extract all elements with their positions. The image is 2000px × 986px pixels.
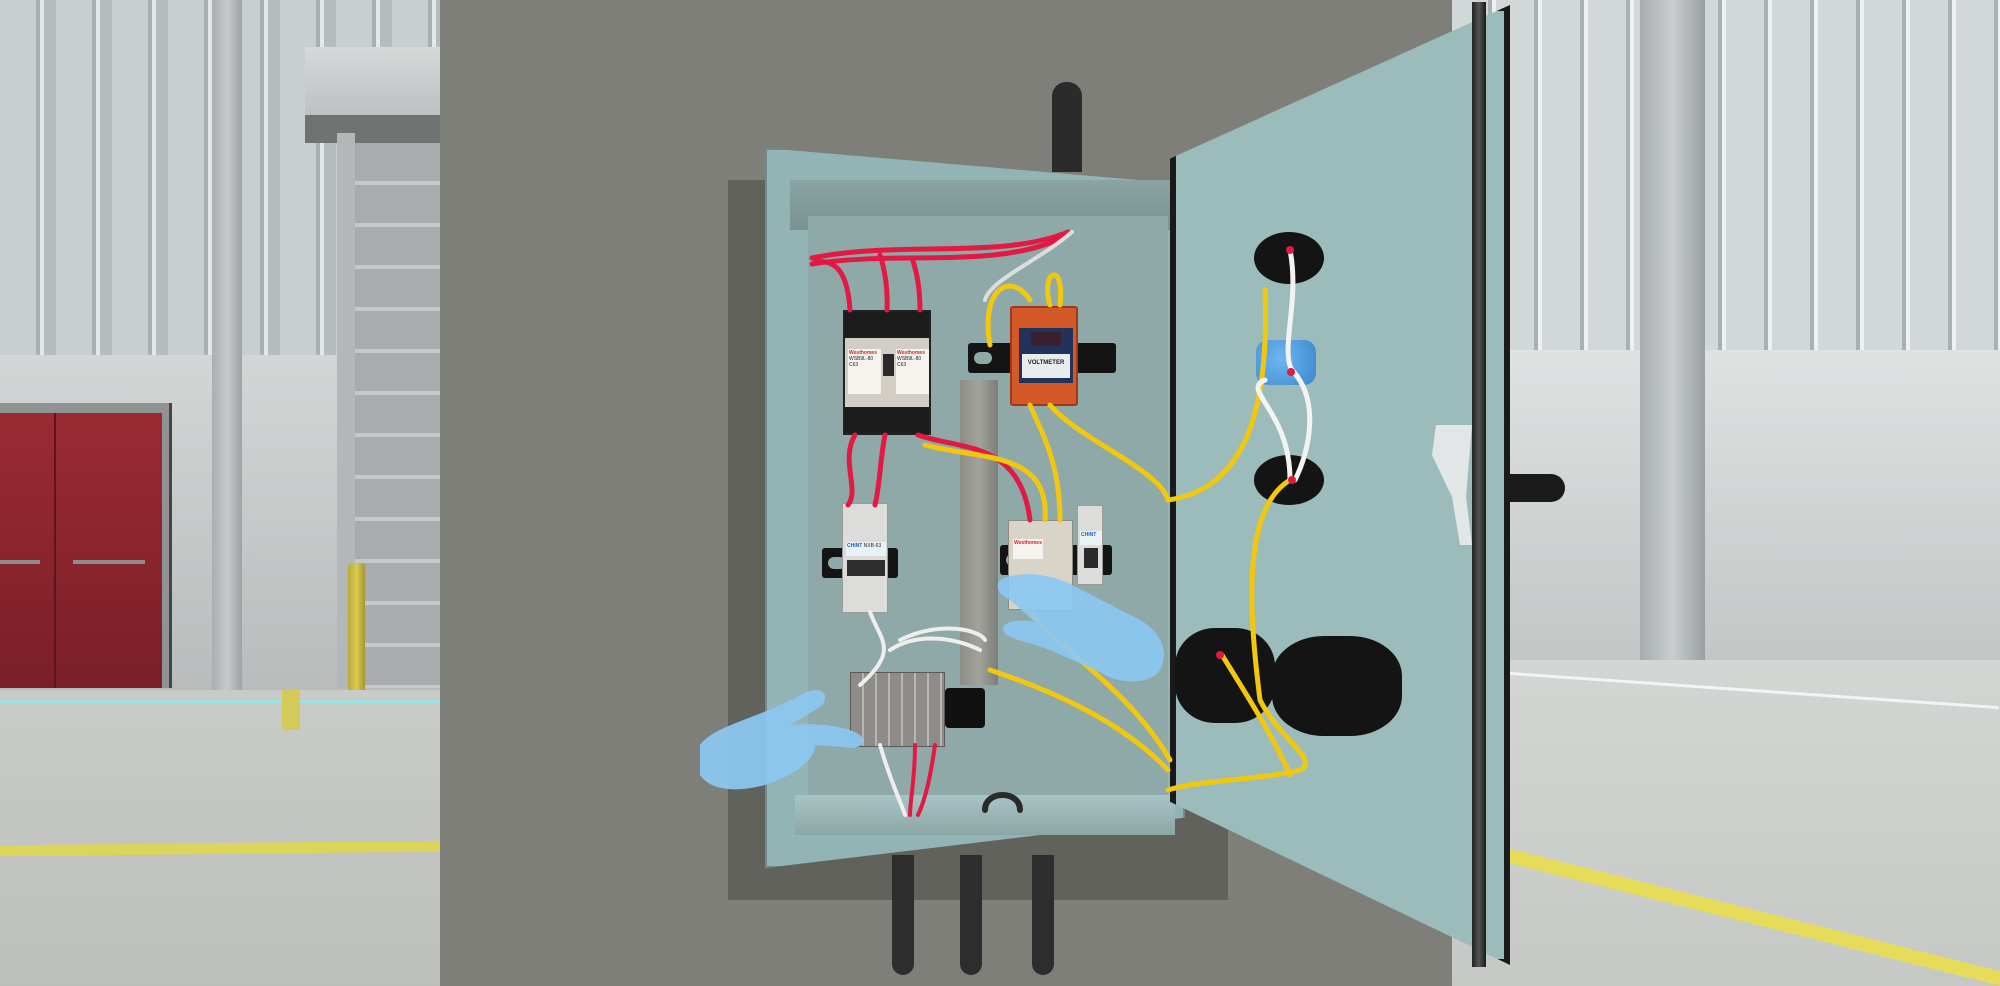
breaker-brand-right: Westhomes <box>897 350 925 356</box>
door-pushbutton-left[interactable] <box>1175 628 1275 723</box>
contactor-label: Westhomes <box>1013 539 1043 559</box>
mcb-2pole-brand: CHINT <box>847 543 863 549</box>
mcb-1pole-toggle[interactable] <box>1084 548 1098 568</box>
mcb-2pole-toggle[interactable] <box>847 560 885 576</box>
loading-dock-hood-shadow <box>305 115 440 143</box>
left-glove-hand[interactable] <box>695 675 895 805</box>
door-blue-buzzer[interactable] <box>1256 340 1316 385</box>
breaker-terminals-top[interactable] <box>845 312 929 338</box>
red-exit-door[interactable] <box>0 413 162 688</box>
voltmeter-display <box>1031 332 1061 346</box>
breaker-terminals-bottom[interactable] <box>845 407 929 433</box>
breaker-model-left: WSB9L-80 <box>849 356 874 362</box>
floor-left <box>0 690 440 986</box>
conduit-bottom-2 <box>960 855 982 975</box>
door-pilot-light-top[interactable] <box>1254 232 1324 284</box>
breaker-rating-left: C63 <box>849 362 859 368</box>
door-pilot-light-bottom[interactable] <box>1254 455 1324 505</box>
contactor-brand: Westhomes <box>1014 540 1042 546</box>
conduit-top <box>1052 82 1082 172</box>
floor-right <box>1450 660 2000 986</box>
mcb-1pole[interactable]: CHINT <box>1077 505 1103 585</box>
mcb-2pole-model: NXB-63 <box>863 543 882 549</box>
warehouse-pillar-left <box>212 0 242 690</box>
mcb-1pole-label: CHINT <box>1080 531 1102 545</box>
main-breaker-3pole[interactable]: Westhomes WSB9L-80 C63 Westhomes WSB9L-8… <box>843 310 931 435</box>
floor-marking-yellow-stub <box>282 690 300 730</box>
voltmeter-face: VOLTMETER <box>1019 328 1073 383</box>
door-pushbutton-right[interactable] <box>1272 636 1402 736</box>
terminal-end-stop <box>945 688 985 728</box>
door-handle-outside[interactable] <box>1510 474 1565 502</box>
warehouse-pillar-right <box>1640 0 1705 660</box>
breaker-rating-right: C63 <box>897 362 907 368</box>
floor-marking-cyan <box>0 700 440 703</box>
right-glove-hand[interactable] <box>990 560 1175 690</box>
mcb-2pole-label: CHINT NXB-63 <box>846 542 886 556</box>
yellow-bollard <box>348 563 365 693</box>
breaker-brand-left: Westhomes <box>849 350 877 356</box>
conduit-bottom-3 <box>1032 855 1054 975</box>
panic-bar-left[interactable] <box>0 560 40 564</box>
panic-bar-right[interactable] <box>73 560 145 564</box>
mcb-2pole[interactable]: CHINT NXB-63 <box>842 503 888 613</box>
conduit-bottom-1 <box>892 855 914 975</box>
rollup-door <box>355 143 440 688</box>
breaker-label-left: Westhomes WSB9L-80 C63 <box>848 349 881 394</box>
breaker-model-right: WSB9L-80 <box>897 356 922 362</box>
loading-dock-post <box>337 133 355 688</box>
mcb-1pole-brand: CHINT <box>1081 532 1097 538</box>
breaker-label-right: Westhomes WSB9L-80 C63 <box>896 349 929 394</box>
loading-dock-hood <box>305 47 440 117</box>
voltmeter[interactable]: VOLTMETER <box>1010 306 1078 406</box>
breaker-handle[interactable] <box>883 354 894 376</box>
warehouse-wall-right-lower <box>1450 350 2000 660</box>
voltmeter-label: VOLTMETER <box>1022 354 1070 378</box>
warehouse-wall-right <box>1450 0 2000 355</box>
exit-door-split <box>54 413 56 688</box>
enclosure-door-edge <box>1472 2 1486 967</box>
